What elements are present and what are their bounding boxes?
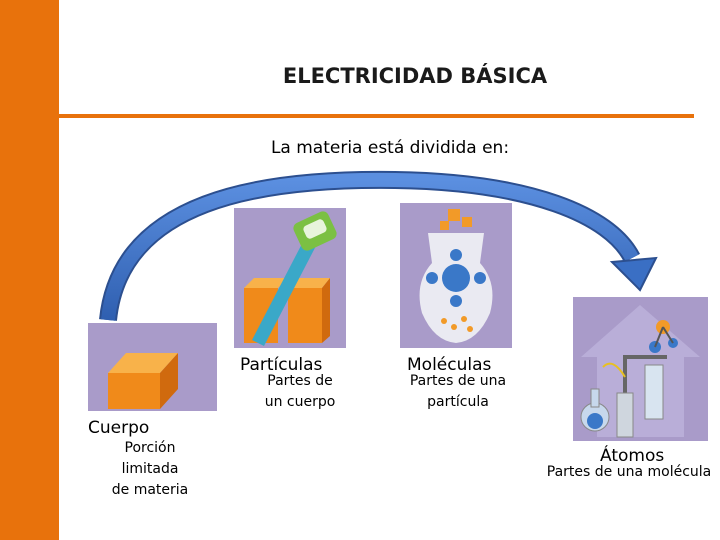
cuerpo-desc-line: de materia <box>111 482 189 498</box>
atomos-image <box>573 297 708 441</box>
cube-icon <box>88 323 217 411</box>
page-subtitle: La materia está dividida en: <box>270 138 510 158</box>
moleculas-image <box>400 203 512 348</box>
saw-icon <box>234 208 346 348</box>
particulas-desc-line: un cuerpo <box>264 394 336 410</box>
atom-lab-icon <box>573 297 708 441</box>
cuerpo-label: Cuerpo <box>88 418 150 438</box>
moleculas-label: Moléculas <box>407 355 492 375</box>
atomos-desc: Partes de una molécula <box>540 462 718 483</box>
left-accent-bar <box>0 0 59 540</box>
cuerpo-desc-line: Porción <box>124 440 176 456</box>
cuerpo-desc-line: limitada <box>121 461 179 477</box>
header-divider <box>0 114 694 118</box>
moleculas-desc: Partes de una partícula <box>398 371 518 413</box>
particulas-label: Partículas <box>240 355 323 375</box>
moleculas-desc-line: partícula <box>427 394 489 410</box>
particulas-desc-line: Partes de <box>267 373 333 389</box>
cuerpo-image <box>88 323 217 411</box>
atomos-desc-line: Partes de una molécula <box>546 464 712 480</box>
particulas-desc: Partes de un cuerpo <box>240 371 360 413</box>
page-title: ELECTRICIDAD BÁSICA <box>282 64 548 88</box>
moleculas-desc-line: Partes de una <box>409 373 507 389</box>
molecule-icon <box>400 203 512 348</box>
particulas-image <box>234 208 346 348</box>
cuerpo-desc: Porción limitada de materia <box>90 438 210 501</box>
atomos-label: Átomos <box>600 446 665 466</box>
